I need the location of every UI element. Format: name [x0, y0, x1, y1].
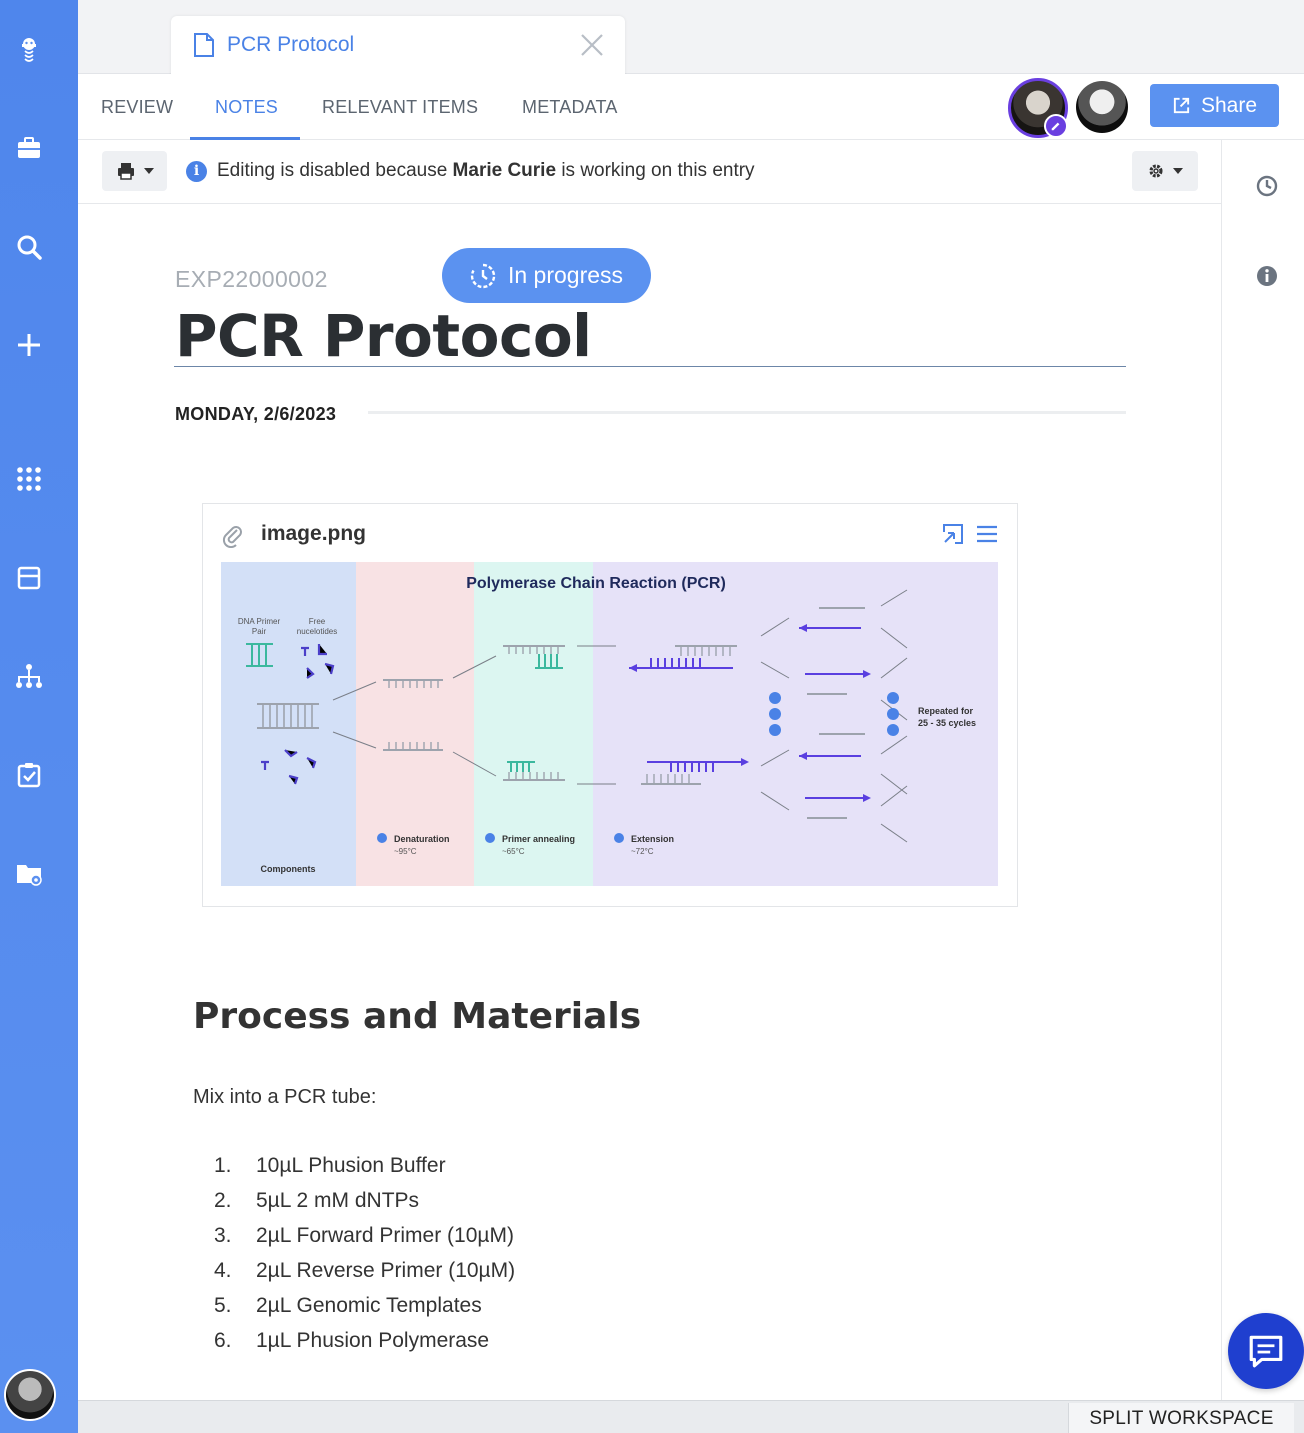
entry-title[interactable]: PCR Protocol [175, 302, 592, 370]
apps-grid-icon[interactable] [14, 464, 44, 494]
print-dropdown-button[interactable] [102, 151, 167, 191]
chat-button[interactable] [1228, 1313, 1304, 1389]
svg-text:25 - 35 cycles: 25 - 35 cycles [918, 718, 976, 728]
list-item: 1.10µL Phusion Buffer [214, 1154, 446, 1177]
notice-text: Editing is disabled because Marie Curie … [217, 160, 755, 181]
active-tab-indicator [190, 137, 300, 140]
entry-id: EXP22000002 [175, 266, 328, 292]
intro-paragraph: Mix into a PCR tube: [193, 1086, 377, 1108]
status-label: In progress [507, 262, 624, 288]
pcr-diagram-image[interactable]: Polymerase Chain Reaction (PCR) DNA Prim… [221, 562, 998, 886]
pencil-icon [1044, 114, 1068, 138]
svg-text:Primer annealing: Primer annealing [502, 834, 575, 844]
svg-text:~72°C: ~72°C [631, 847, 654, 856]
list-item: 5.2µL Genomic Templates [214, 1294, 482, 1317]
caret-down-icon [143, 168, 154, 174]
bottom-bar: SPLIT WORKSPACE [78, 1400, 1304, 1433]
list-item: 2.5µL 2 mM dNTPs [214, 1189, 420, 1212]
left-sidebar [0, 0, 78, 1433]
paperclip-icon [222, 526, 242, 548]
svg-text:DNA Primer: DNA Primer [238, 617, 281, 626]
share-label: Share [1200, 93, 1258, 117]
svg-text:~95°C: ~95°C [394, 847, 417, 856]
svg-text:Components: Components [261, 864, 316, 874]
entry-date: MONDAY, 2/6/2023 [175, 404, 337, 424]
materials-list: 1.10µL Phusion Buffer 2.5µL 2 mM dNTPs 3… [214, 1154, 515, 1364]
entry-document: EXP22000002 In progress PCR Protocol MON… [78, 204, 1221, 1400]
editor-toolbar: i Editing is disabled because Marie Curi… [78, 140, 1221, 204]
tab-notes[interactable]: NOTES [215, 97, 279, 117]
tab-strip: PCR Protocol [78, 0, 1304, 76]
caret-down-icon [1173, 168, 1183, 174]
printer-icon [117, 163, 134, 180]
search-icon[interactable] [14, 232, 44, 262]
tab-metadata[interactable]: METADATA [522, 97, 618, 117]
close-icon[interactable] [579, 32, 605, 58]
svg-text:Free: Free [309, 617, 326, 626]
settings-dropdown-button[interactable] [1132, 151, 1198, 191]
title-divider [174, 366, 1126, 367]
tab-relevant-items[interactable]: RELEVANT ITEMS [322, 97, 479, 117]
chat-icon [1249, 1335, 1283, 1368]
briefcase-icon[interactable] [14, 133, 44, 163]
diagram-title: Polymerase Chain Reaction (PCR) [466, 575, 726, 592]
layout-icon[interactable] [14, 563, 44, 593]
gear-icon [1149, 164, 1163, 178]
editing-disabled-notice: i Editing is disabled because Marie Curi… [186, 160, 755, 182]
tab-title: PCR Protocol [227, 33, 355, 56]
list-item: 4.2µL Reverse Primer (10µM) [214, 1259, 516, 1282]
tab-review[interactable]: REVIEW [101, 97, 174, 117]
external-link-icon [1173, 97, 1190, 114]
list-item: 6.1µL Phusion Polymerase [214, 1329, 490, 1352]
collaborator-avatar[interactable] [1076, 81, 1128, 133]
hierarchy-icon[interactable] [14, 661, 44, 691]
svg-text:Extension: Extension [631, 834, 674, 844]
svg-text:Pair: Pair [252, 627, 267, 636]
date-divider [368, 411, 1126, 414]
hamburger-menu-icon[interactable] [975, 522, 999, 546]
split-workspace-button[interactable]: SPLIT WORKSPACE [1068, 1403, 1294, 1433]
checklist-icon[interactable] [14, 760, 44, 790]
open-external-icon[interactable] [941, 522, 965, 546]
info-icon[interactable] [1255, 264, 1279, 288]
svg-text:~65°C: ~65°C [502, 847, 525, 856]
progress-clock-icon [470, 263, 496, 288]
svg-text:nucelotides: nucelotides [297, 627, 337, 636]
tab-pcr-protocol[interactable]: PCR Protocol [171, 16, 625, 76]
plus-icon[interactable] [14, 330, 44, 360]
status-badge[interactable]: In progress [442, 248, 651, 303]
entry-subnav: REVIEW NOTES RELEVANT ITEMS METADATA Sha… [78, 74, 1304, 140]
document-icon [194, 33, 214, 57]
section-heading: Process and Materials [193, 996, 642, 1037]
svg-text:Repeated for: Repeated for [918, 706, 974, 716]
svg-text:Denaturation: Denaturation [394, 834, 450, 844]
info-icon: i [186, 160, 207, 182]
list-item: 3.2µL Forward Primer (10µM) [214, 1224, 514, 1247]
right-rail [1221, 140, 1304, 1402]
current-user-avatar[interactable] [4, 1369, 56, 1421]
history-icon[interactable] [1255, 174, 1279, 198]
image-attachment: image.png Polymerase Chain Reaction (PCR… [202, 503, 1018, 907]
attachment-filename: image.png [261, 522, 367, 545]
notice-user: Marie Curie [452, 160, 557, 181]
share-button[interactable]: Share [1150, 84, 1279, 127]
folder-settings-icon[interactable] [14, 858, 44, 888]
logo-icon[interactable] [14, 34, 44, 64]
